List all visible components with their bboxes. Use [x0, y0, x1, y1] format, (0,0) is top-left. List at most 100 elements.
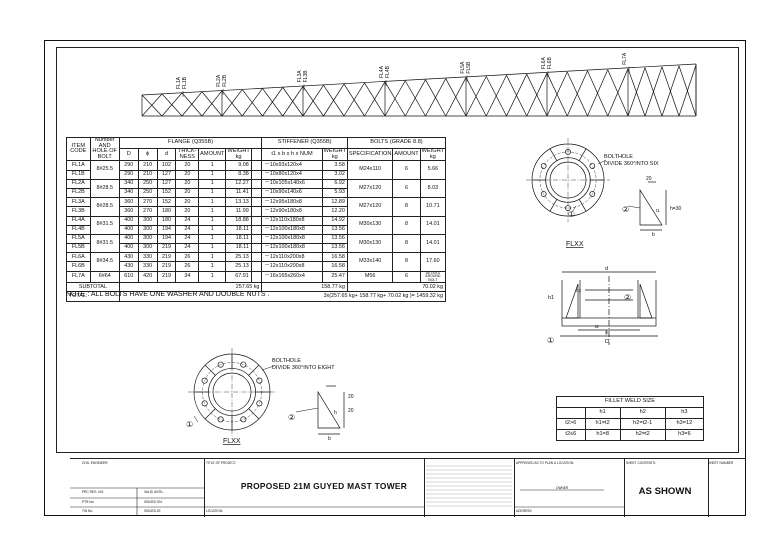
item-code-cell: FL5B	[66, 243, 91, 254]
table-cell: 219	[156, 261, 177, 272]
stiffener-weight-cell: 12.20	[321, 206, 348, 217]
item-code-cell: FL2B	[66, 187, 91, 199]
stiffener-weight-cell: 3.02	[321, 169, 348, 180]
table-cell: 18.11	[225, 224, 252, 235]
tb-address: ADDRESS:	[516, 509, 533, 513]
drawing-area-border	[56, 47, 739, 453]
table-cell: 152	[156, 187, 177, 199]
tb-notes-col	[424, 459, 514, 517]
tb-approved-col	[514, 459, 624, 517]
holes-cell: 8#31.5	[89, 233, 120, 254]
col-phi: ϕ	[137, 148, 158, 162]
project-title: PROPOSED 21M GUYED MAST TOWER	[240, 481, 408, 491]
elevation-label: FL5B	[466, 61, 472, 74]
bolt-spec-cell: M30x130	[346, 215, 394, 235]
elevation-label: FL7A	[622, 52, 628, 65]
bolthole-label-eight: BOLTHOLE	[272, 358, 301, 364]
total-value: 3x(257.65 kg+ 158.77 kg+ 70.02 kg )= 145…	[118, 291, 447, 302]
dim-h-eight: h	[334, 410, 337, 416]
table-cell: 194	[156, 233, 177, 245]
tb-sheet-number: SHEET NUMBER	[708, 461, 734, 465]
section-phi: ϕ	[605, 330, 608, 336]
stiffener-weight-cell: 16.58	[321, 261, 348, 272]
table-cell: 8.38	[225, 169, 252, 180]
marker-1-six: ①	[568, 210, 575, 219]
section-t2: t2	[595, 324, 599, 329]
fillet-cell: h1=8	[584, 429, 621, 441]
table-cell: 102	[156, 160, 177, 171]
col-d: d	[156, 148, 177, 162]
bolt-spec-cell: M30x130	[346, 233, 394, 254]
stiffener-weight-cell: 6.92	[321, 178, 348, 189]
item-code-cell: FL3B	[66, 206, 91, 217]
elevation-label: FL3A	[297, 70, 303, 83]
caption-six: FLXX	[566, 241, 584, 248]
tb-tin: TIN No:	[82, 509, 93, 513]
truss-lines	[141, 63, 697, 117]
tb-project-col	[204, 459, 424, 517]
col-weight: WEIGHT kg	[225, 148, 252, 162]
table-cell: 18.11	[225, 243, 252, 254]
holes-cell: 8#28.5	[89, 197, 120, 217]
tb-signer: OWNER	[556, 486, 569, 490]
divide-eight-label: DIVIDE 360°INTO EIGHT	[272, 365, 335, 371]
col-stiff-weight: WEIGHT kg	[321, 148, 348, 162]
dim-20-six: 20	[646, 176, 652, 182]
holes-cell: 8#25.5	[89, 160, 120, 180]
bolt-weight-cell: 8.03	[419, 178, 447, 199]
drawing-sheet-border	[44, 40, 746, 516]
col-bweight: WEIGHT kg	[419, 148, 447, 162]
tb-location: LOCATION:	[206, 509, 223, 513]
flange-section	[560, 271, 658, 345]
tb-number-col	[708, 459, 746, 517]
bolt-spec-cell: M27x120	[346, 197, 394, 217]
elevation-label: FL1A	[176, 76, 182, 89]
bolt-spec-cell: M27x120	[346, 178, 394, 199]
table-cell: 194	[156, 224, 177, 235]
tb-approved: APPROVED AS TO PLAN & LOCATION:	[516, 461, 574, 465]
bolt-weight-cell: 14.01	[419, 233, 447, 254]
bolt-weight-cell: 10.71	[419, 197, 447, 217]
bolt-spec-cell: M24x110	[346, 160, 394, 180]
caption-eight: FLXX	[223, 438, 241, 445]
dim-t-six: t1	[656, 208, 660, 213]
col-spec: SPECIFICATION	[346, 148, 394, 162]
table-cell: 127	[156, 169, 177, 180]
dim-b-six: b	[652, 232, 655, 238]
flange-schedule-table: ITEM CODE Number AND HOLE OF BOLT FLANGE…	[66, 136, 447, 302]
table-cell: 219	[156, 270, 177, 284]
stiffener-weight-cell: 14.92	[321, 215, 348, 226]
elevation-label: FL5A	[460, 61, 466, 74]
section-D: D	[605, 339, 609, 345]
elevation-label: FL6A	[541, 57, 547, 70]
table-cell: 12.27	[225, 178, 252, 189]
table-cell: 67.91	[225, 270, 252, 284]
dim-20-eight-a: 20	[348, 394, 354, 400]
stiffener-six-detail	[639, 181, 667, 231]
fillet-cell: t2≤6	[556, 429, 586, 441]
stiffener-eight-detail	[317, 385, 345, 435]
table-cell: 11.41	[225, 187, 252, 199]
divide-six-label: DIVIDE 360°INTO SIX	[604, 161, 659, 167]
elevation-label: FL6B	[547, 57, 553, 70]
tb-sheet-contents: SHEET CONTENTS:	[626, 461, 656, 465]
holes-cell: 8#31.5	[89, 215, 120, 235]
stiffener-weight-cell: 13.56	[321, 243, 348, 254]
table-cell: 9.08	[225, 160, 252, 171]
table-cell: 219	[156, 243, 177, 254]
section-h1: h1	[548, 295, 554, 301]
dim-20-eight-b: 20	[348, 408, 354, 414]
